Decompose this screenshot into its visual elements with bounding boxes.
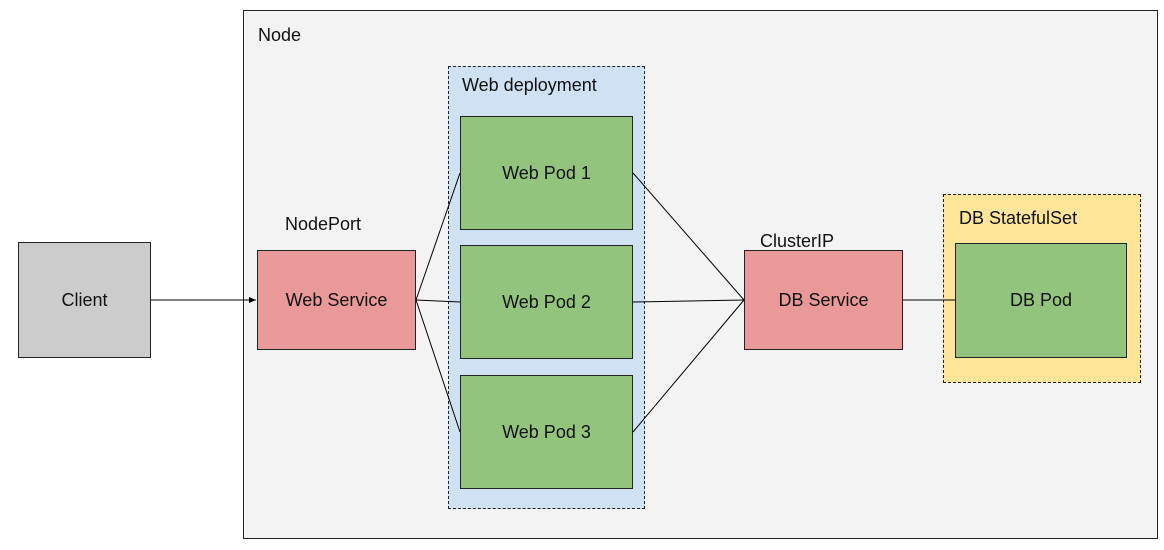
- client-node: Client: [18, 242, 151, 358]
- web-pod-2-node: Web Pod 2: [460, 245, 633, 359]
- db-statefulset-label: DB StatefulSet: [959, 208, 1078, 228]
- nodeport-annotation: NodePort: [285, 214, 362, 234]
- db-service-node: DB Service: [744, 250, 903, 350]
- web-pod-1-node: Web Pod 1: [460, 116, 633, 230]
- db-service-label: DB Service: [778, 289, 869, 310]
- web-pod-2-label: Web Pod 2: [502, 291, 591, 312]
- web-deployment-label: Web deployment: [462, 75, 597, 95]
- clusterip-annotation: ClusterIP: [760, 231, 835, 251]
- web-service-node: Web Service: [257, 250, 416, 350]
- node-container-label: Node: [258, 25, 302, 45]
- web-pod-3-node: Web Pod 3: [460, 375, 633, 489]
- db-pod-label: DB Pod: [1009, 290, 1073, 310]
- web-pod-3-label: Web Pod 3: [502, 421, 591, 442]
- db-pod-node: DB Pod: [955, 243, 1127, 358]
- web-service-label: Web Service: [285, 289, 388, 310]
- web-pod-1-label: Web Pod 1: [502, 162, 591, 183]
- client-label: Client: [61, 289, 108, 310]
